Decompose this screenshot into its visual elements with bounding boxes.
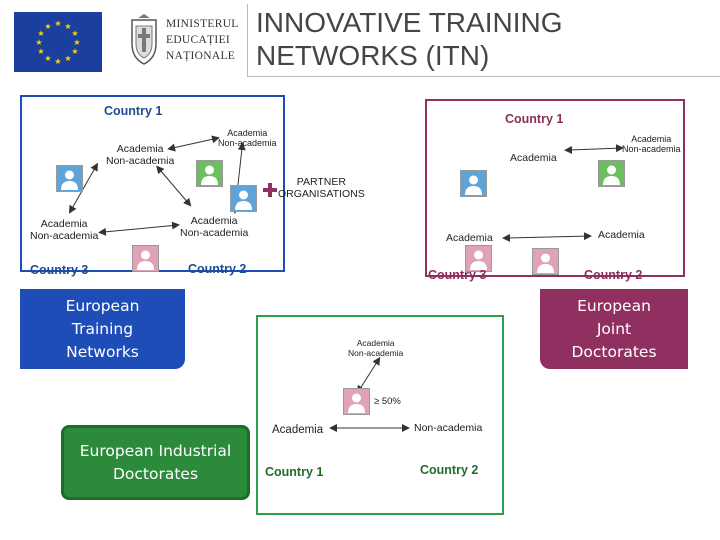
etn-box-label: European Training Networks [65,296,140,361]
svg-text:★: ★ [71,29,78,38]
svg-text:★: ★ [64,54,71,63]
svg-text:★: ★ [54,57,61,66]
partner-organisations-label: PARTNER ORGANISATIONS [278,176,365,200]
person-icon [465,245,492,272]
etn-country-3: Country 3 [30,263,89,277]
arrow-eid-top [356,356,381,394]
svg-text:★: ★ [54,19,61,28]
ejd-country-3: Country 3 [428,268,487,282]
arrow-etn-center [156,165,192,207]
etn-country-1: Country 1 [104,104,163,118]
person-icon [230,185,257,212]
arrow-ejd-bottom [502,232,592,242]
arrow-etn-bottom [98,221,180,236]
eid-non-academia-label: Non-academia [414,422,483,434]
coat-of-arms-icon [124,14,164,68]
svg-text:★: ★ [37,47,44,56]
ejd-panel [425,99,685,277]
eid-country-2: Country 2 [420,463,479,477]
eid-box: European Industrial Doctorates [61,425,250,500]
etn-top-left-label: Academia Non-academia [106,143,175,167]
etn-top-center-label: Academia Non-academia [218,128,277,148]
title-line-1: INNOVATIVE TRAINING [256,7,563,38]
eid-share-label: ≥ 50% [374,396,401,407]
svg-text:★: ★ [44,54,51,63]
svg-text:★: ★ [44,22,51,31]
person-icon [343,388,370,415]
etn-country-2: Country 2 [188,262,247,276]
ejd-country-2: Country 2 [584,268,643,282]
svg-text:★: ★ [37,29,44,38]
arrow-ejd-top [564,144,624,154]
ejd-top-right-label: Academia Non-academia [622,134,681,154]
arrow-etn-top [167,135,220,152]
etn-box: European Training Networks [20,289,185,369]
ejd-bottom-right-label: Academia [598,229,645,241]
ejd-box: European Joint Doctorates [540,289,688,369]
header-divider-horizontal [247,76,720,77]
ministry-name: MINISTERUL EDUCAȚIEI NAȚIONALE [166,16,239,64]
ministry-line-2: EDUCAȚIEI [166,34,231,46]
eu-flag-icon: ★ ★ ★ ★ ★ ★ ★ ★ ★ ★ ★ ★ [14,12,102,72]
svg-text:★: ★ [35,38,42,47]
ejd-top-academia-label: Academia [510,152,557,164]
eid-box-label: European Industrial Doctorates [79,441,232,483]
svg-text:★: ★ [73,38,80,47]
eid-panel [256,315,504,515]
eid-academia-label: Academia [272,424,324,436]
page-title: INNOVATIVE TRAINING NETWORKS (ITN) [256,6,716,72]
person-icon [56,165,83,192]
plus-icon [263,183,277,197]
person-icon [598,160,625,187]
ejd-bottom-left-label: Academia [446,232,493,244]
etn-bottom-left-label: Academia Non-academia [30,218,99,242]
title-line-2: NETWORKS (ITN) [256,40,490,71]
eid-country-1: Country 1 [265,465,324,479]
svg-text:★: ★ [64,22,71,31]
person-icon [460,170,487,197]
ministry-line-1: MINISTERUL [166,18,239,30]
ejd-country-1: Country 1 [505,112,564,126]
etn-bottom-center-label: Academia Non-academia [180,215,249,239]
ministry-line-3: NAȚIONALE [166,50,236,62]
eid-top-label: Academia Non-academia [348,338,404,358]
svg-text:★: ★ [71,47,78,56]
ejd-box-label: European Joint Doctorates [571,296,657,361]
person-icon [196,160,223,187]
person-icon [532,248,559,275]
person-icon [132,245,159,272]
header-divider-vertical [247,4,248,76]
